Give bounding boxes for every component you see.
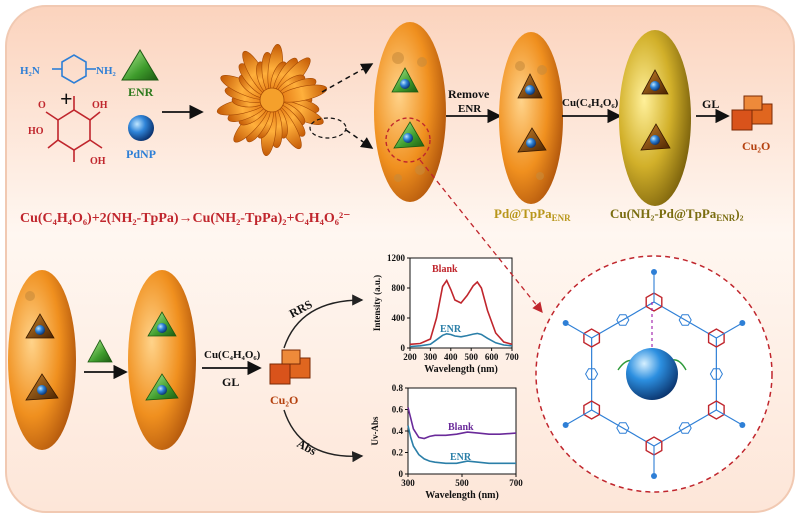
remove-label: Remove	[448, 87, 490, 101]
x-tick-label: 700	[505, 352, 519, 362]
gl-top-label: GL	[702, 97, 719, 111]
dashed-selection-oval	[309, 117, 347, 139]
plus-sign: +	[60, 86, 73, 111]
outer-linker	[565, 322, 592, 339]
linker-end	[651, 269, 657, 275]
arrow-to-rrs	[283, 294, 364, 349]
x-tick-label: 200	[403, 352, 417, 362]
y-axis-label: Intensity (a.u.)	[372, 275, 382, 331]
cu2o-cubes-top-icon	[731, 95, 773, 131]
pdnp-sphere-icon	[128, 115, 154, 141]
outer-linker	[565, 409, 592, 426]
y-tick-label: 0.6	[392, 405, 404, 415]
outer-linker	[716, 322, 743, 339]
cof-framework-structure	[562, 269, 746, 479]
amine-right-label: NH₂	[96, 65, 117, 77]
enr-label: ENR	[128, 85, 154, 99]
x-tick-label: 700	[509, 478, 523, 488]
phenyl-ring	[616, 314, 630, 326]
y-tick-label: 800	[392, 283, 406, 293]
x-tick-label: 500	[464, 352, 478, 362]
amine-left-label: H₂N	[20, 65, 40, 77]
aldehyde-o-label: O	[38, 100, 46, 111]
enr-triangle-bottom-icon	[87, 339, 113, 363]
rod-bottom-with-enr	[128, 270, 196, 450]
tp-core-ring	[583, 400, 601, 420]
flower-center	[259, 87, 285, 113]
y-axis-label: Uv-Abs	[370, 416, 380, 446]
rrs-chart: 200 300 400 500 600 700 0 400 800 1200Wavelength …	[372, 253, 519, 375]
phenylenediamine-structure	[52, 54, 96, 84]
phenyl-ring	[585, 368, 599, 380]
y-tick-label: 400	[392, 313, 406, 323]
linker-bond	[653, 301, 717, 339]
y-tick-label: 0	[399, 469, 404, 479]
y-tick-label: 0.2	[392, 448, 404, 458]
pd-tppa-label: Pd@TpPaENR	[494, 206, 571, 223]
linker-bond	[653, 409, 717, 447]
zoom-circle-marker	[385, 117, 431, 163]
tp-core-ring	[707, 400, 725, 420]
series-line-enr	[409, 332, 513, 348]
linker-end	[562, 320, 569, 326]
linker-end	[651, 473, 657, 479]
x-tick-label: 400	[444, 352, 458, 362]
gl-bottom-label: GL	[222, 375, 239, 389]
x-tick-label: 500	[455, 478, 469, 488]
aldehyde-oh-label: OH	[92, 100, 108, 111]
cu-complex-label: Cu(NH₂-Pd@TpPaENR)₂	[610, 206, 744, 223]
rod-with-enr	[374, 22, 446, 202]
reaction-equation: Cu(C₄H₄O₆)+2(NH₂-TpPa)→Cu(NH₂-TpPa)₂+C₄H…	[20, 211, 351, 226]
remove-enr-label: ENR	[458, 103, 482, 115]
aldehyde-ho-label: HO	[28, 126, 44, 137]
linker-bond	[591, 409, 655, 447]
triformylphloroglucinol-structure	[45, 96, 103, 162]
linker-end	[739, 320, 746, 326]
x-axis-label: Wavelength (nm)	[424, 364, 498, 375]
cu2o-bottom-label: Cu₂O	[270, 393, 298, 407]
legend-blank-abs: Blank	[448, 422, 474, 433]
zoom-arrow	[419, 159, 543, 314]
linker-end	[739, 422, 746, 428]
phenyl-ring	[709, 368, 723, 380]
pd-nanoparticle-icon	[626, 348, 678, 400]
cu2o-top-label: Cu₂O	[742, 139, 770, 153]
rod-cu-complex	[619, 30, 691, 206]
y-tick-label: 0	[401, 343, 406, 353]
legend-enr-rrs: ENR	[440, 324, 462, 335]
enr-triangle-icon	[121, 49, 159, 81]
x-axis-label: Wavelength (nm)	[425, 490, 499, 501]
y-tick-label: 0.4	[392, 426, 404, 436]
series-line-enr	[407, 425, 516, 465]
tp-core-ring	[645, 292, 663, 312]
arrow-to-abs	[283, 409, 364, 463]
linker-end	[562, 422, 569, 428]
outer-linker	[716, 409, 743, 426]
series-line-blank	[407, 407, 517, 440]
legend-enr-abs: ENR	[450, 452, 472, 463]
x-tick-label: 300	[424, 352, 438, 362]
flower-aggregate-icon	[216, 43, 328, 157]
cu-tartrate-bottom-label: Cu(C₄H₄O₆)	[204, 349, 261, 361]
linker-bond	[591, 301, 655, 339]
dashed-arrow-up	[321, 63, 374, 93]
series-line-blank	[409, 278, 513, 346]
rod-pd-tppa	[499, 32, 563, 204]
y-tick-label: 0.8	[392, 383, 404, 393]
y-tick-label: 1200	[387, 253, 406, 263]
phenyl-ring	[678, 422, 692, 434]
pdnp-label: PdNP	[126, 147, 156, 161]
aldehyde-oh2-label: OH	[90, 156, 106, 167]
x-tick-label: 300	[401, 478, 415, 488]
legend-blank-rrs: Blank	[432, 264, 458, 275]
cu2o-cubes-bottom-icon	[269, 349, 311, 385]
x-tick-label: 600	[485, 352, 499, 362]
phenyl-ring	[678, 314, 692, 326]
cu-tartrate-top-label: Cu(C₄H₄O₆)	[562, 97, 619, 109]
rod-bottom-left	[8, 270, 76, 450]
phenyl-ring	[616, 422, 630, 434]
